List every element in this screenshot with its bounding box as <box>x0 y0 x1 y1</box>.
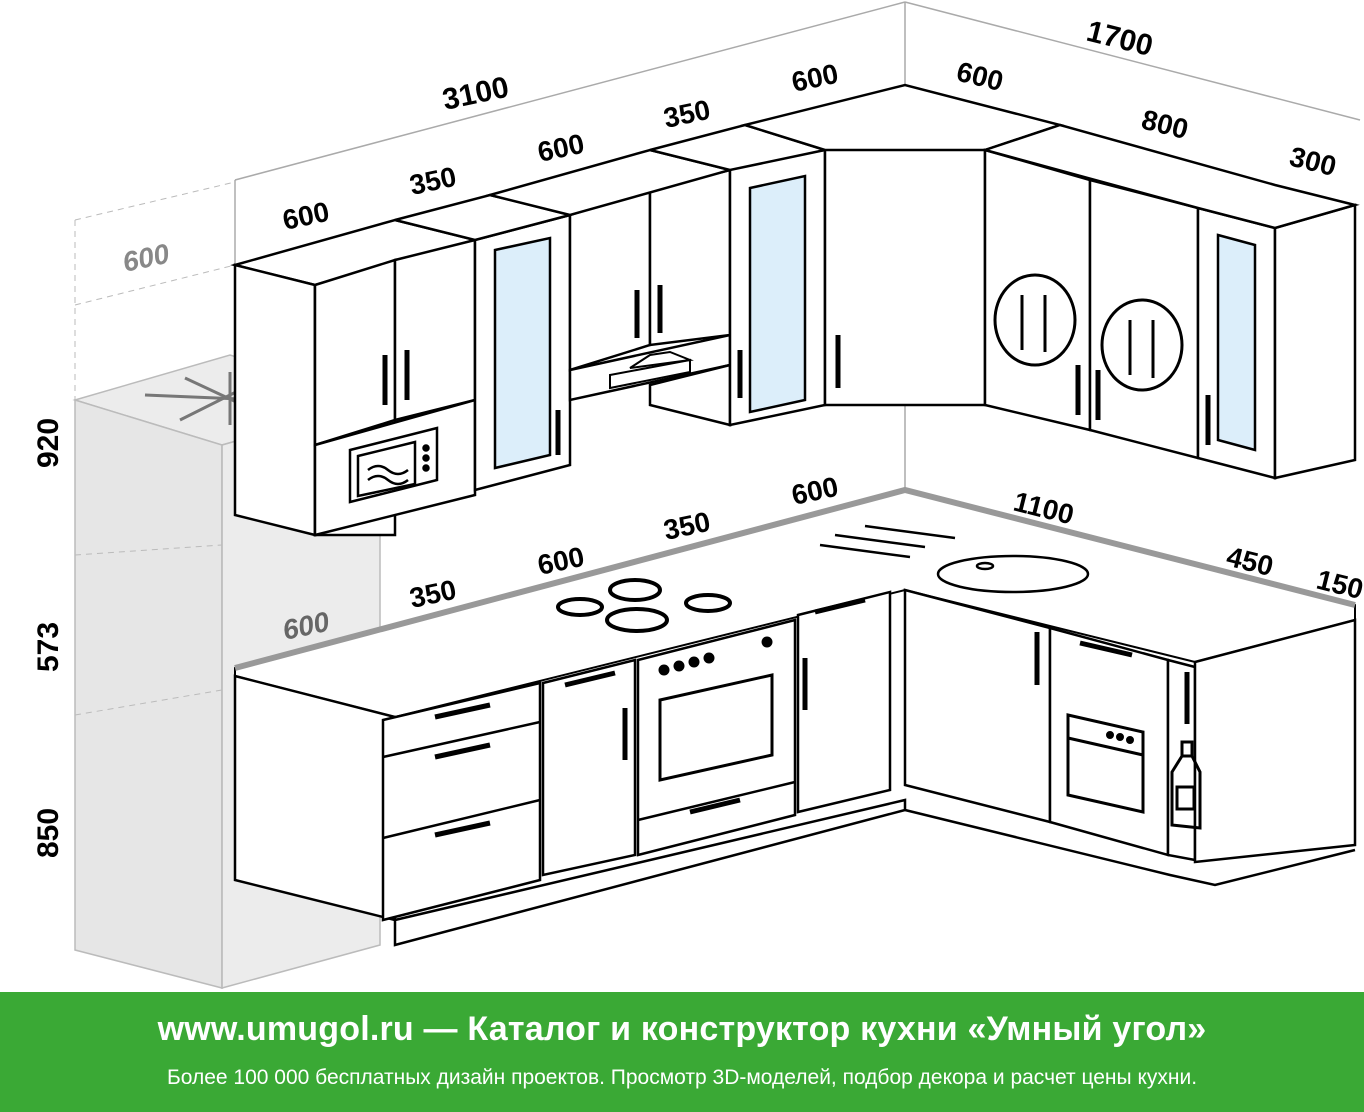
upper-back-dim: 600 <box>280 196 332 236</box>
hob-icon <box>556 578 732 633</box>
counter-back-dim: 600 <box>789 471 841 511</box>
glass-doors <box>493 174 1257 470</box>
dishwasher-icon <box>1066 713 1145 814</box>
banner-title[interactable]: www.umugol.ru — Каталог и конструктор ку… <box>157 1010 1207 1048</box>
upper-back-dim: 350 <box>407 161 459 201</box>
upper-side-dim: 600 <box>954 56 1007 97</box>
height-dimensions: 920 573 850 <box>32 418 65 858</box>
height-gap-label: 573 <box>32 622 65 672</box>
oven-icon <box>658 636 774 782</box>
upper-back-dim: 600 <box>789 58 841 98</box>
fork-knife-icon <box>993 273 1077 367</box>
upper-total-side-label: 1700 <box>1083 15 1156 63</box>
bottle-icon <box>1170 740 1202 830</box>
height-lower-label: 850 <box>32 808 65 858</box>
banner-subtitle: Более 100 000 бесплатных дизайн проектов… <box>166 1066 1198 1089</box>
counter-back-dim: 350 <box>661 506 713 546</box>
upper-handles <box>382 285 1211 455</box>
sink-icon <box>819 524 1090 594</box>
upper-side-dim: 800 <box>1139 104 1192 145</box>
fork-knife-icon <box>1100 298 1184 392</box>
lower-handles <box>434 597 1190 838</box>
upper-side-dim: 300 <box>1287 141 1340 182</box>
microwave-icon <box>348 426 439 504</box>
range-hood-icon <box>609 350 694 390</box>
upper-back-dim: 600 <box>535 128 587 168</box>
fridge-depth-label: 600 <box>120 238 173 278</box>
kitchen-diagram: 3100 1700 600 350 600 350 600 600 800 30… <box>32 1 1364 989</box>
upper-cabinets-back <box>230 83 1065 537</box>
height-upper-label: 920 <box>32 418 65 468</box>
upper-cabinets-side <box>980 123 1360 480</box>
footer-banner: www.umugol.ru — Каталог и конструктор ку… <box>0 992 1364 1112</box>
upper-back-dim: 350 <box>661 94 713 134</box>
